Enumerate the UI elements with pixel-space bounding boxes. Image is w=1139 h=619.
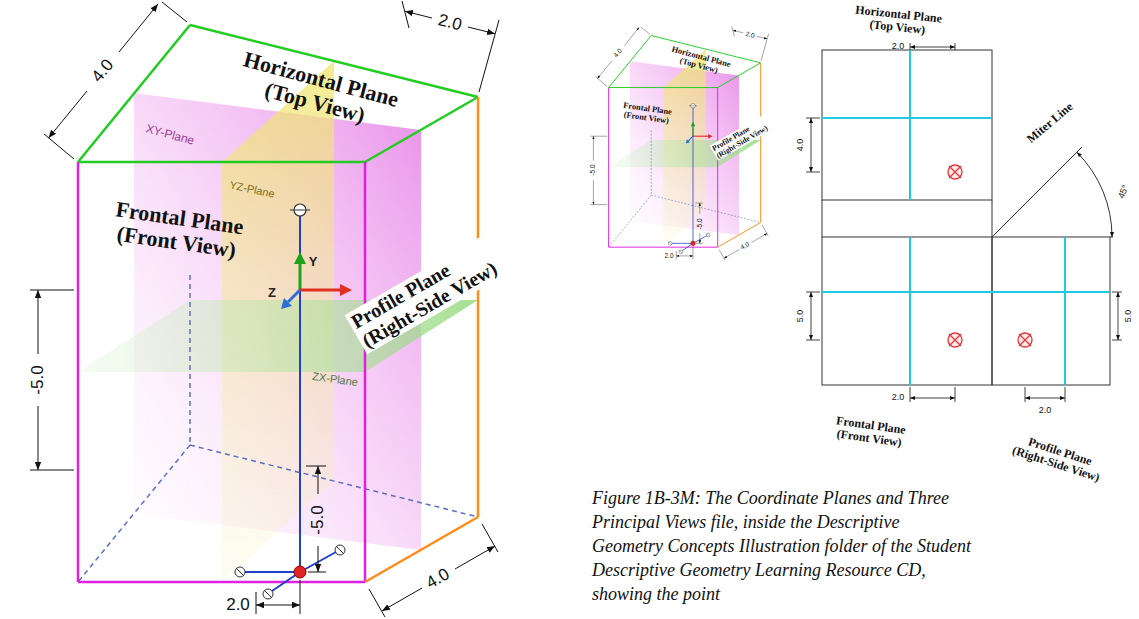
axis-label: Z [268, 286, 276, 300]
dimension-line [806, 43, 1122, 402]
dimension-line [806, 172, 820, 173]
plane-label: Horizontal Plane (Top View) [664, 43, 737, 79]
projection-line [1064, 237, 1066, 385]
dimension-line [910, 398, 955, 399]
projection-line [822, 50, 1110, 385]
dimension-value: 2.0 [226, 596, 250, 614]
dimension-value: -5.0 [29, 365, 47, 394]
point-marker [1019, 334, 1031, 346]
dimension-line [955, 387, 956, 402]
point-marker [1018, 333, 1032, 347]
dimension-value: 2.0 [665, 252, 674, 259]
plane-label: Frontal Plane (Front View) [91, 195, 266, 266]
plane-label: Frontal Plane (Front View) [613, 100, 679, 127]
dimension-line [806, 118, 820, 119]
angle-value: 45° [1117, 184, 1131, 200]
projection-line [822, 117, 992, 119]
dimension-line [1118, 292, 1119, 340]
dimension-value: -5.0 [696, 218, 703, 229]
plane-name: ZX-Plane [311, 371, 358, 389]
projection-line [909, 237, 911, 385]
dimension-line [1065, 387, 1066, 402]
point-marker [948, 165, 962, 179]
dimension-line [811, 118, 812, 172]
dimension-value: 2.0 [745, 30, 755, 39]
dimension-value: 4.0 [88, 56, 117, 86]
dimension-value: 5.0 [1124, 310, 1134, 323]
miter-line [1077, 152, 1112, 237]
dimension-line [1025, 387, 1026, 402]
plane-label: Horizontal Plane (Top View) [847, 3, 949, 39]
dimension-line [811, 292, 812, 340]
projection-line [909, 50, 911, 200]
view-outline [992, 237, 1110, 385]
miter-line [992, 147, 1082, 237]
dimension-value: -5.0 [309, 505, 327, 534]
dimension-value: -5.0 [590, 165, 597, 176]
plane-name: XY-Plane [144, 122, 195, 147]
miter-label: Miter Line [1025, 100, 1076, 146]
axis-label: Y [309, 255, 318, 269]
view-outline [822, 237, 992, 385]
point-marker [949, 166, 961, 178]
view-outline [822, 50, 1113, 385]
dimension-line [910, 47, 955, 48]
dimension-value: 5.0 [796, 310, 806, 323]
dimension-line [806, 292, 820, 293]
plane-label: Profile Plane (Right-Side View) [345, 230, 516, 355]
dimension-line [1112, 292, 1122, 293]
dimension-line [1112, 340, 1122, 341]
dimension-line [910, 43, 911, 50]
point-marker [949, 334, 961, 346]
point-marker [948, 333, 962, 347]
dimension-value: 4.0 [423, 565, 453, 593]
dimension-value: 4.0 [613, 47, 624, 58]
point-marker [1019, 334, 1031, 346]
plane-label: Profile Plane (Right-Side View) [710, 113, 775, 160]
plane-label: Profile Plane (Right-Side View) [1007, 431, 1108, 486]
miter-line [992, 147, 1112, 237]
dimension-value: 2.0 [892, 42, 905, 52]
dimension-value: 2.0 [1039, 406, 1052, 416]
orthographic-views [806, 43, 1122, 402]
dimension-value: 2.0 [436, 11, 463, 35]
plane-label: Frontal Plane (Front View) [824, 413, 917, 451]
view-outline [992, 200, 993, 237]
projection-line [822, 291, 1110, 293]
plane-label: Horizontal Plane (Top View) [223, 44, 414, 138]
figure-caption: Figure 1B-3M: The Coordinate Planes and … [592, 486, 972, 606]
dimension-value: 4.0 [796, 139, 806, 152]
plane-name: YZ-Plane [228, 179, 275, 200]
dimension-line [910, 387, 911, 402]
point-marker [948, 165, 1032, 347]
dimension-line [806, 340, 820, 341]
dimension-line [1025, 398, 1065, 399]
view-outline [822, 200, 823, 237]
view-outline [822, 50, 992, 200]
point-marker [949, 334, 961, 346]
dimension-value: 4.0 [740, 241, 751, 252]
dimension-value: 2.0 [892, 393, 905, 403]
dimension-line [955, 43, 956, 50]
point-marker [949, 166, 961, 178]
